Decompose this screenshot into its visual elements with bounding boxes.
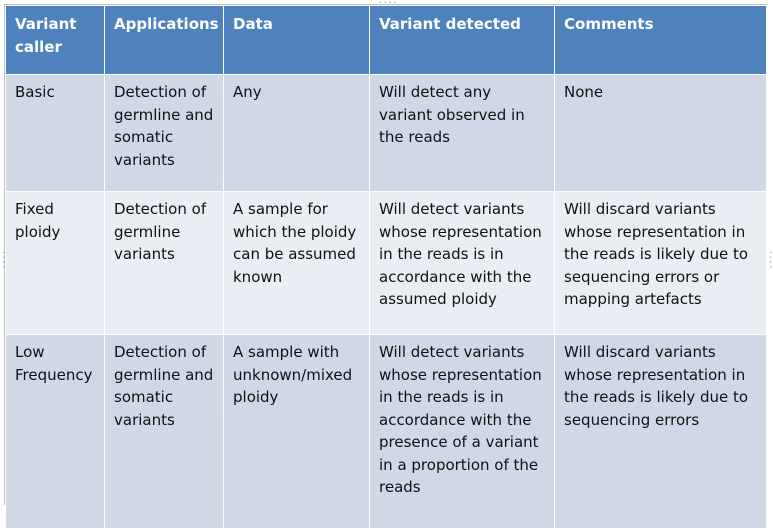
table-cell: A sample for which the ploidy can be ass… <box>223 191 370 335</box>
header-cell-variant-detected: Variant detected <box>369 5 555 75</box>
header-cell-applications: Applications <box>104 5 224 75</box>
table-cell: Will detect variants whose representatio… <box>369 334 555 529</box>
table-cell: Will detect any variant observed in the … <box>369 74 555 192</box>
variant-caller-table: Variant caller Applications Data Variant… <box>5 5 767 529</box>
table-cell: Will discard variants whose representati… <box>554 334 767 529</box>
header-row: Variant caller Applications Data Variant… <box>5 5 767 75</box>
table-cell: Detection of germline variants <box>104 191 224 335</box>
table-cell: Detection of germline and somatic varian… <box>104 74 224 192</box>
resize-handle-top-icon[interactable]: ···· <box>378 0 398 7</box>
table-cell: A sample with unknown/mixed ploidy <box>223 334 370 529</box>
table-row: Basic Detection of germline and somatic … <box>5 74 767 192</box>
table-cell: Basic <box>5 74 105 192</box>
table-row: Fixed ploidy Detection of germline varia… <box>5 191 767 335</box>
resize-handle-left-icon[interactable]: ···· <box>0 250 8 270</box>
table-row: Low Frequency Detection of germline and … <box>5 334 767 529</box>
table-cell: Will discard variants whose representati… <box>554 191 767 335</box>
header-cell-comments: Comments <box>554 5 767 75</box>
table-cell: None <box>554 74 767 192</box>
table-cell: Fixed ploidy <box>5 191 105 335</box>
table-cell: Any <box>223 74 370 192</box>
header-cell-data: Data <box>223 5 370 75</box>
header-cell-variant-caller: Variant caller <box>5 5 105 75</box>
table-cell: Detection of germline and somatic varian… <box>104 334 224 529</box>
table-cell: Will detect variants whose representatio… <box>369 191 555 335</box>
resize-handle-right-icon[interactable]: ···· <box>766 250 773 270</box>
table-cell: Low Frequency <box>5 334 105 529</box>
